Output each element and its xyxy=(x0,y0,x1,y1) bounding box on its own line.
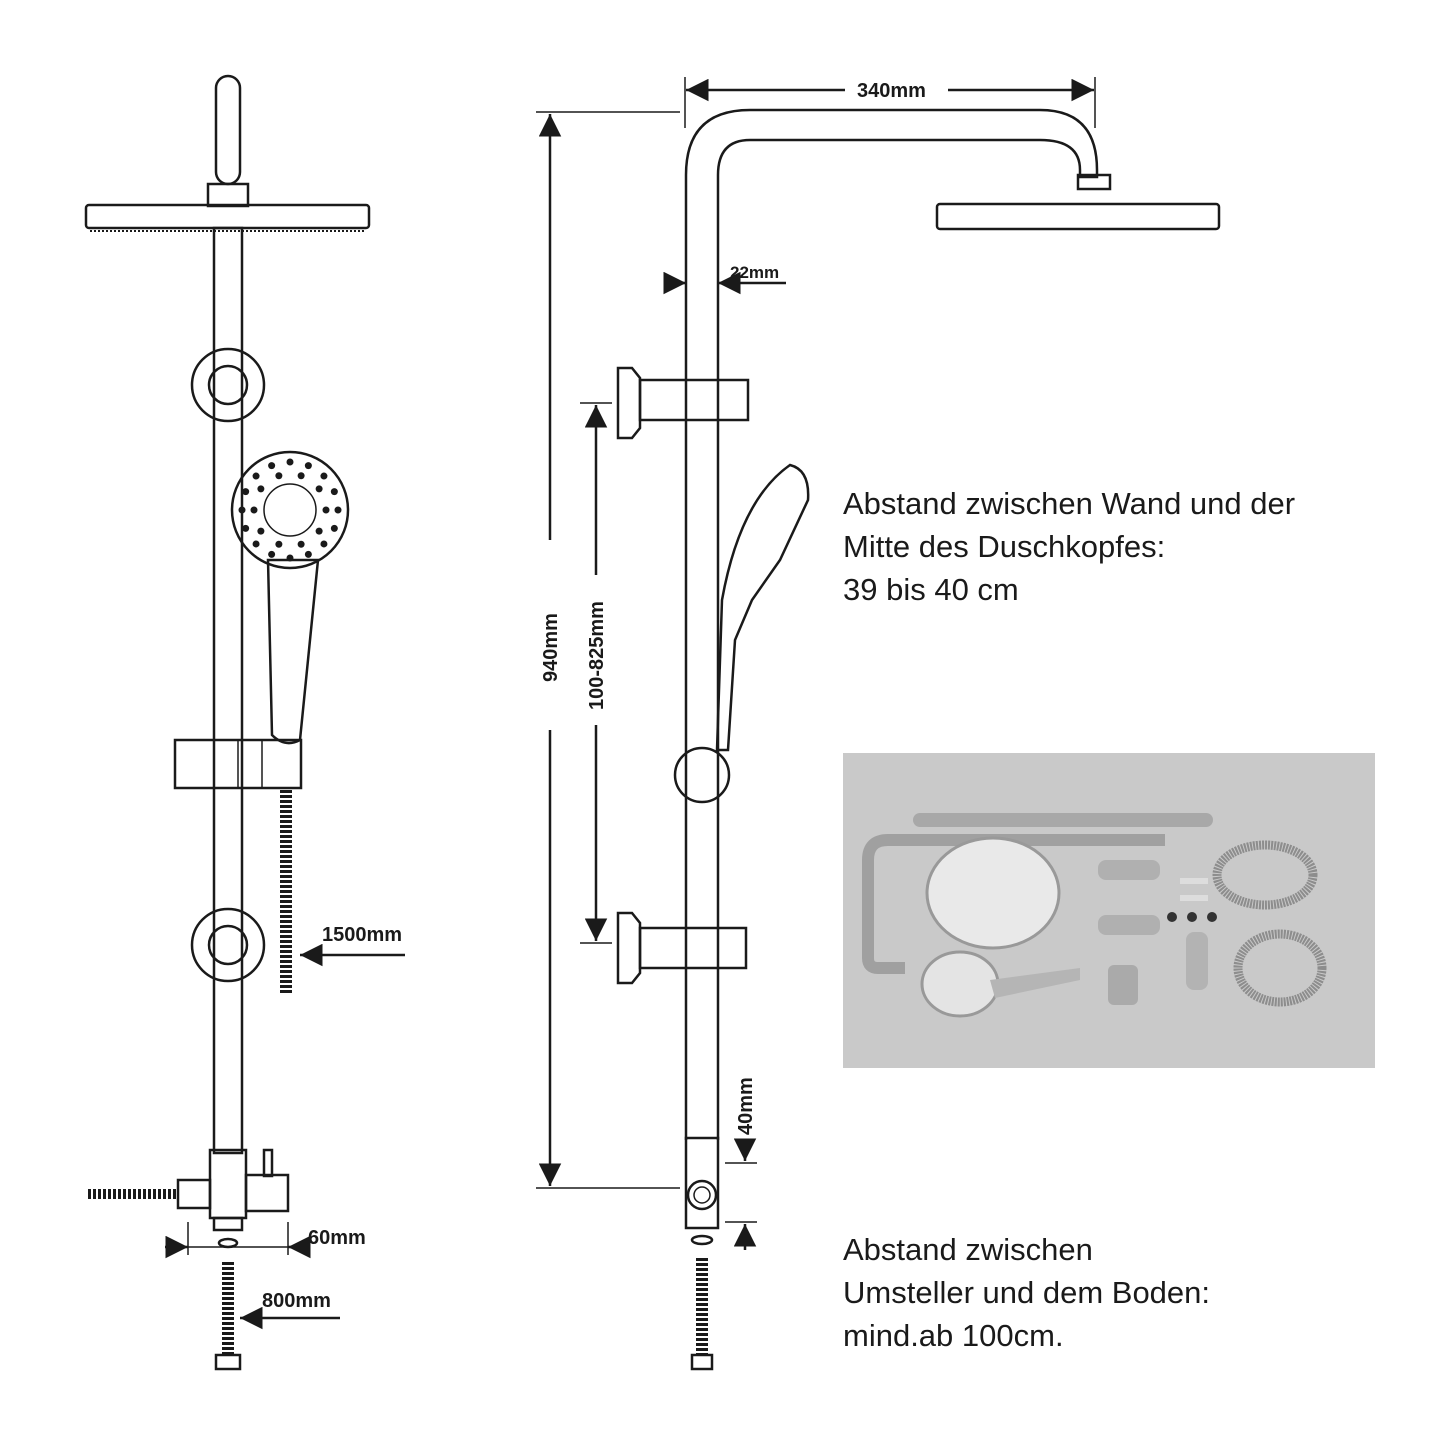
nozzle-dot xyxy=(268,462,276,470)
wall-bracket-bottom xyxy=(190,907,266,983)
nozzle-dot xyxy=(257,485,265,493)
nozzle-dot xyxy=(250,506,258,514)
hand-shower-front xyxy=(230,450,350,745)
rod-and-arm xyxy=(684,108,1099,1140)
nozzle-dot xyxy=(330,524,338,532)
wall-bracket-side-bottom xyxy=(616,911,748,985)
nozzle-dot xyxy=(252,540,260,548)
side-view: 340mm 22mm 940mm 100-825mm 40mm xyxy=(536,77,1221,1371)
nozzle-dot xyxy=(304,550,312,558)
nozzle-dot xyxy=(315,527,323,535)
nozzle-dot xyxy=(268,550,276,558)
hose-supply-label: 800mm xyxy=(262,1290,331,1312)
nozzle-dot xyxy=(330,488,338,496)
product-parts-photo xyxy=(843,753,1375,1068)
diverter-width-label: 60mm xyxy=(308,1227,366,1249)
nozzle-dot xyxy=(286,458,294,466)
nozzle-dot xyxy=(320,472,328,480)
rain-shower-head-side xyxy=(935,202,1221,231)
arm-length-label: 340mm xyxy=(857,80,926,102)
nozzle-dot xyxy=(257,527,265,535)
nozzle-dot xyxy=(304,462,312,470)
front-view: 1500mm 60mm 800mm xyxy=(84,74,405,1371)
note-line: 39 bis 40 cm xyxy=(843,572,1019,607)
total-height-label: 940mm xyxy=(540,613,562,682)
nozzle-dot xyxy=(286,554,294,562)
nozzle-dot xyxy=(322,506,330,514)
hose-hand-label: 1500mm xyxy=(322,924,402,946)
nozzle-dot xyxy=(315,485,323,493)
note-line: Mitte des Duschkopfes: xyxy=(843,529,1166,564)
nozzle-dot xyxy=(320,540,328,548)
wall-bracket-top xyxy=(190,347,266,423)
nozzle-dot xyxy=(242,524,250,532)
nozzle-dot xyxy=(252,472,260,480)
nozzle-dot xyxy=(238,506,246,514)
wall-bracket-side-top xyxy=(616,366,750,440)
shower-rod xyxy=(212,226,244,1155)
note-line: Abstand zwischen Wand und der xyxy=(843,486,1296,521)
diverter-offset-label: 40mm xyxy=(735,1077,757,1135)
nozzle-dot xyxy=(275,540,283,548)
nozzle-dot xyxy=(275,472,283,480)
rain-shower-head xyxy=(84,203,371,230)
diverter-side xyxy=(684,1136,720,1230)
head-connector xyxy=(206,182,250,208)
nozzle-dot xyxy=(242,488,250,496)
nozzle-dot xyxy=(334,506,342,514)
note-line: Umsteller und dem Boden: xyxy=(843,1275,1211,1310)
wall-distance-note: Abstand zwischen Wand und der Mitte des … xyxy=(843,482,1295,611)
pipe-diameter-label: 22mm xyxy=(730,263,779,282)
note-line: mind.ab 100cm. xyxy=(843,1318,1064,1353)
floor-distance-note: Abstand zwischen Umsteller und dem Boden… xyxy=(843,1228,1210,1357)
diverter-front xyxy=(176,1148,290,1232)
head-arm-pipe xyxy=(214,74,242,186)
nozzle-dot xyxy=(297,540,305,548)
hand-shower-side xyxy=(715,463,810,752)
bracket-range-label: 100-825mm xyxy=(586,601,608,710)
nozzle-dot xyxy=(297,472,305,480)
note-line: Abstand zwischen xyxy=(843,1232,1093,1267)
slider-ball xyxy=(673,746,731,804)
